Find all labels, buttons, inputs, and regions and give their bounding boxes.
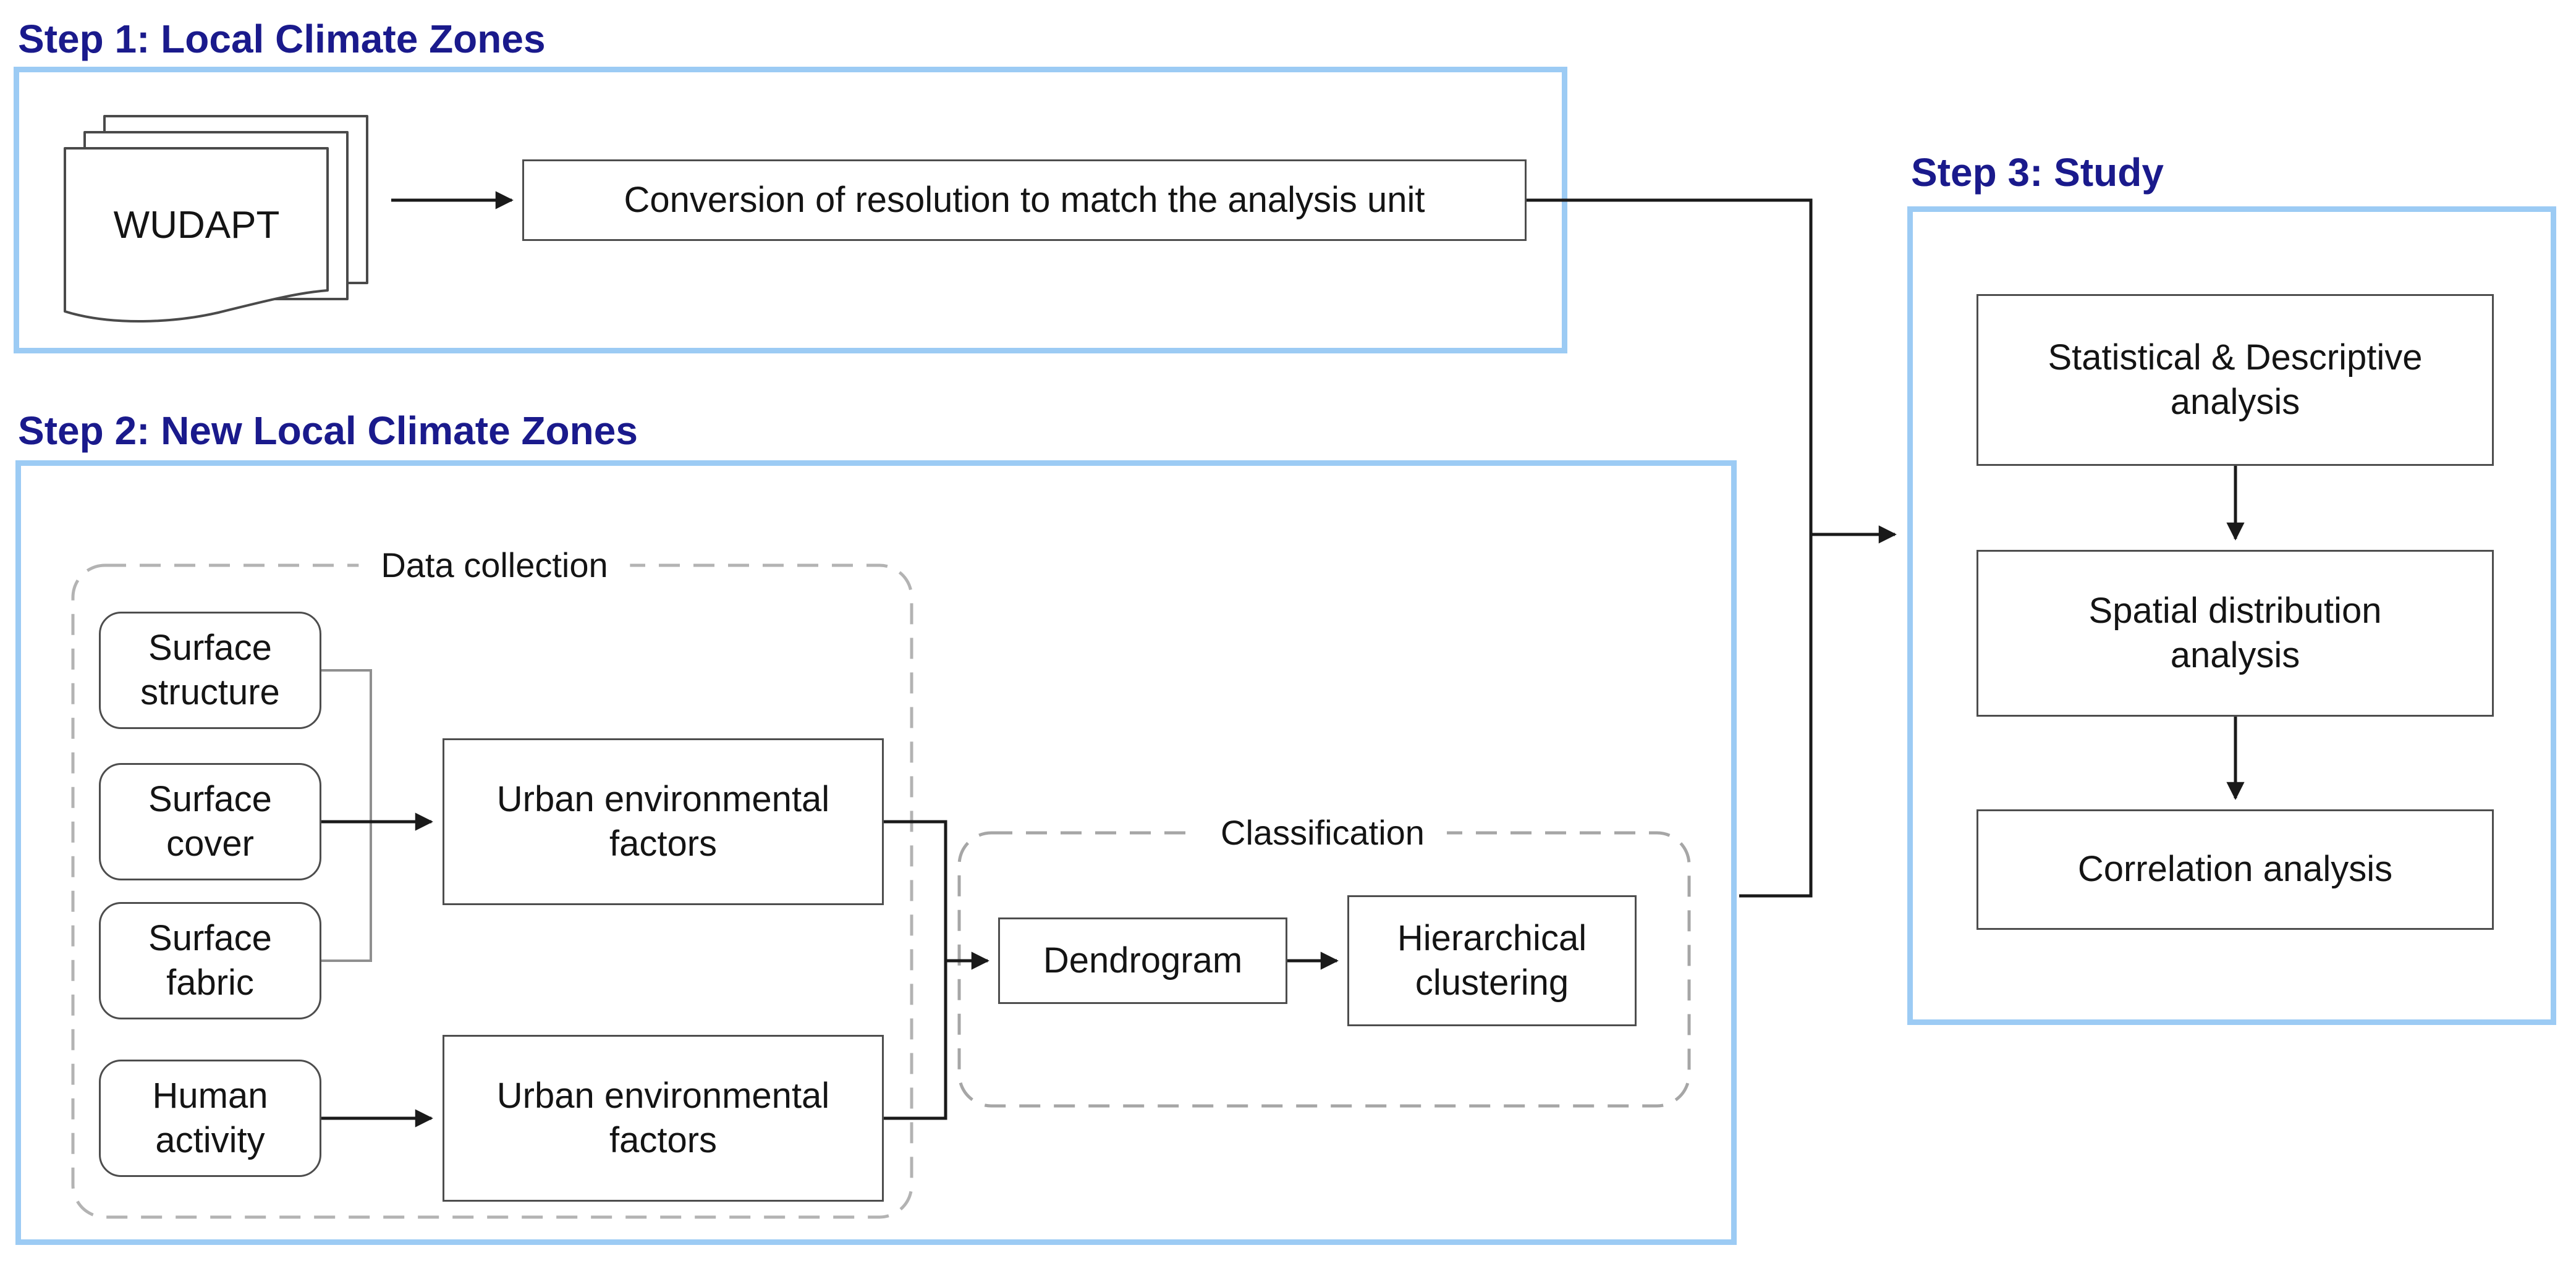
surface-fabric-node: Surface fabric: [99, 902, 321, 1019]
conversion-box: Conversion of resolution to match the an…: [522, 159, 1527, 241]
document-page-front: [64, 147, 329, 323]
step3-title: Step 3: Study: [1911, 150, 2164, 195]
classification-label: Classification: [1198, 811, 1447, 855]
bracket-factors-join: [884, 820, 947, 1120]
wudapt-label: WUDAPT: [114, 204, 280, 247]
hierarchical-clustering-box: Hierarchical clustering: [1347, 895, 1637, 1026]
urban-factors-box-2: Urban environmental factors: [443, 1035, 884, 1202]
dendrogram-box: Dendrogram: [998, 917, 1287, 1004]
human-activity-node: Human activity: [99, 1060, 321, 1177]
wudapt-document-icon: WUDAPT: [64, 115, 368, 323]
surface-cover-node: Surface cover: [99, 763, 321, 880]
statistical-analysis-box: Statistical & Descriptive analysis: [1976, 294, 2494, 466]
step1-title: Step 1: Local Climate Zones: [18, 17, 546, 61]
bracket-surface-inputs: [321, 669, 372, 962]
spatial-analysis-box: Spatial distribution analysis: [1976, 550, 2494, 717]
correlation-analysis-box: Correlation analysis: [1976, 809, 2494, 930]
data-collection-label: Data collection: [358, 543, 630, 588]
connector-step1-step2-merge: [1527, 198, 1813, 898]
urban-factors-box-1: Urban environmental factors: [443, 738, 884, 905]
step2-title: Step 2: New Local Climate Zones: [18, 408, 638, 453]
surface-structure-node: Surface structure: [99, 612, 321, 729]
